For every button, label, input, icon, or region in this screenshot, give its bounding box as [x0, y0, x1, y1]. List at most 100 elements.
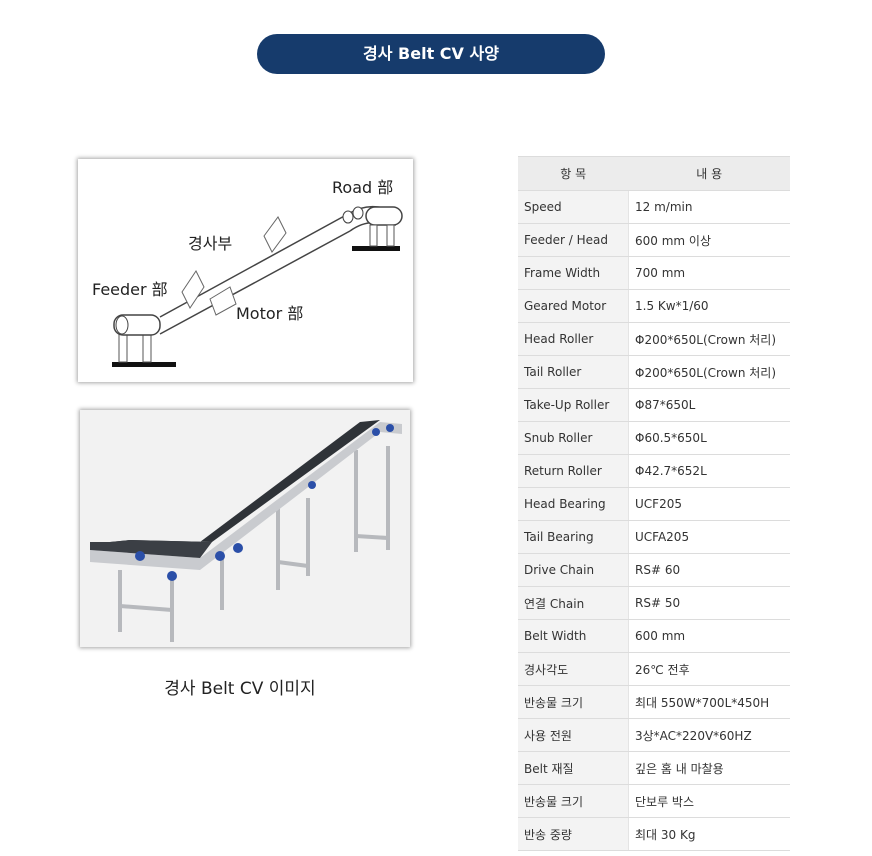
row-value: 600 mm 이상	[628, 223, 790, 257]
feeder-roller-end	[115, 315, 129, 335]
feeder-leg-right	[142, 333, 152, 363]
product-box-2	[263, 216, 287, 253]
row-value: 최대 30 Kg	[628, 817, 790, 851]
head-roller	[365, 206, 403, 226]
road-label: Road 部	[332, 178, 393, 197]
row-value: Φ200*650L(Crown 처리)	[628, 355, 790, 389]
road-floor-bar	[352, 246, 400, 251]
row-value: 26℃ 전후	[628, 652, 790, 686]
feeder-label: Feeder 部	[92, 280, 168, 299]
conveyor-diagram: Road 部 경사부 Feeder 部 Motor 部	[78, 159, 413, 382]
take-up-roller	[352, 206, 364, 220]
row-value: 1.5 Kw*1/60	[628, 289, 790, 323]
feeder-floor-bar	[112, 362, 176, 367]
header-item: 항 목	[518, 156, 629, 191]
row-item: Return Roller	[518, 454, 629, 488]
row-item: Feeder / Head	[518, 223, 629, 257]
row-value: Φ60.5*650L	[628, 421, 790, 455]
row-value: Φ87*650L	[628, 388, 790, 422]
row-value: 12 m/min	[628, 190, 790, 224]
row-value: UCF205	[628, 487, 790, 521]
spec-table-header: 항 목 내 용	[518, 156, 790, 191]
row-value: 600 mm	[628, 619, 790, 653]
row-value: RS# 50	[628, 586, 790, 620]
row-value: RS# 60	[628, 553, 790, 587]
row-item: 반송 중량	[518, 817, 629, 851]
belt-surface	[110, 420, 380, 548]
motor-label: Motor 部	[236, 304, 303, 323]
frame-rail	[90, 422, 402, 570]
row-item: Frame Width	[518, 256, 629, 290]
mount-4	[167, 571, 177, 581]
mount-1	[135, 551, 145, 561]
row-item: Head Bearing	[518, 487, 629, 521]
row-item: Belt Width	[518, 619, 629, 653]
slope-label: 경사부	[188, 234, 232, 253]
page-title: 경사 Belt CV 사양	[257, 34, 605, 74]
row-item: Snub Roller	[518, 421, 629, 455]
row-value: UCFA205	[628, 520, 790, 554]
row-item: 연결 Chain	[518, 586, 629, 620]
row-item: 반송물 크기	[518, 685, 629, 719]
row-item: Speed	[518, 190, 629, 224]
row-value: 최대 550W*700L*450H	[628, 685, 790, 719]
conveyor-photo	[80, 410, 410, 647]
row-value: Φ42.7*652L	[628, 454, 790, 488]
brace-3	[355, 534, 389, 540]
row-value: 단보루 박스	[628, 784, 790, 818]
conveyor-photo-illustration	[80, 410, 410, 647]
brace-2	[277, 560, 309, 568]
mount-3	[233, 543, 243, 553]
header-content: 내 용	[628, 156, 790, 191]
feeder-belt	[90, 540, 212, 558]
row-value: 깊은 홈 내 마찰용	[628, 751, 790, 785]
row-item: 사용 전원	[518, 718, 629, 752]
row-item: Take-Up Roller	[518, 388, 629, 422]
snub-roller	[342, 210, 354, 224]
row-value: Φ200*650L(Crown 처리)	[628, 322, 790, 356]
row-item: Tail Bearing	[518, 520, 629, 554]
belt-bottom-line	[159, 230, 351, 335]
road-leg-left	[369, 224, 378, 247]
brace-1	[119, 604, 173, 612]
row-item: Tail Roller	[518, 355, 629, 389]
row-item: Geared Motor	[518, 289, 629, 323]
motor-shape	[209, 286, 237, 316]
mount-5	[308, 481, 316, 489]
mount-6	[372, 428, 380, 436]
conveyor-schematic: Road 部 경사부 Feeder 部 Motor 部	[92, 178, 403, 367]
row-value: 700 mm	[628, 256, 790, 290]
road-leg-right	[386, 224, 395, 247]
row-item: Head Roller	[518, 322, 629, 356]
image-caption: 경사 Belt CV 이미지	[164, 679, 316, 699]
mount-7	[386, 424, 394, 432]
row-item: 경사각도	[518, 652, 629, 686]
row-item: Belt 재질	[518, 751, 629, 785]
row-item: Drive Chain	[518, 553, 629, 587]
feeder-leg-left	[118, 333, 128, 363]
row-item: 반송물 크기	[518, 784, 629, 818]
row-value: 3상*AC*220V*60HZ	[628, 718, 790, 752]
mount-2	[215, 551, 225, 561]
product-box-1	[181, 270, 205, 309]
